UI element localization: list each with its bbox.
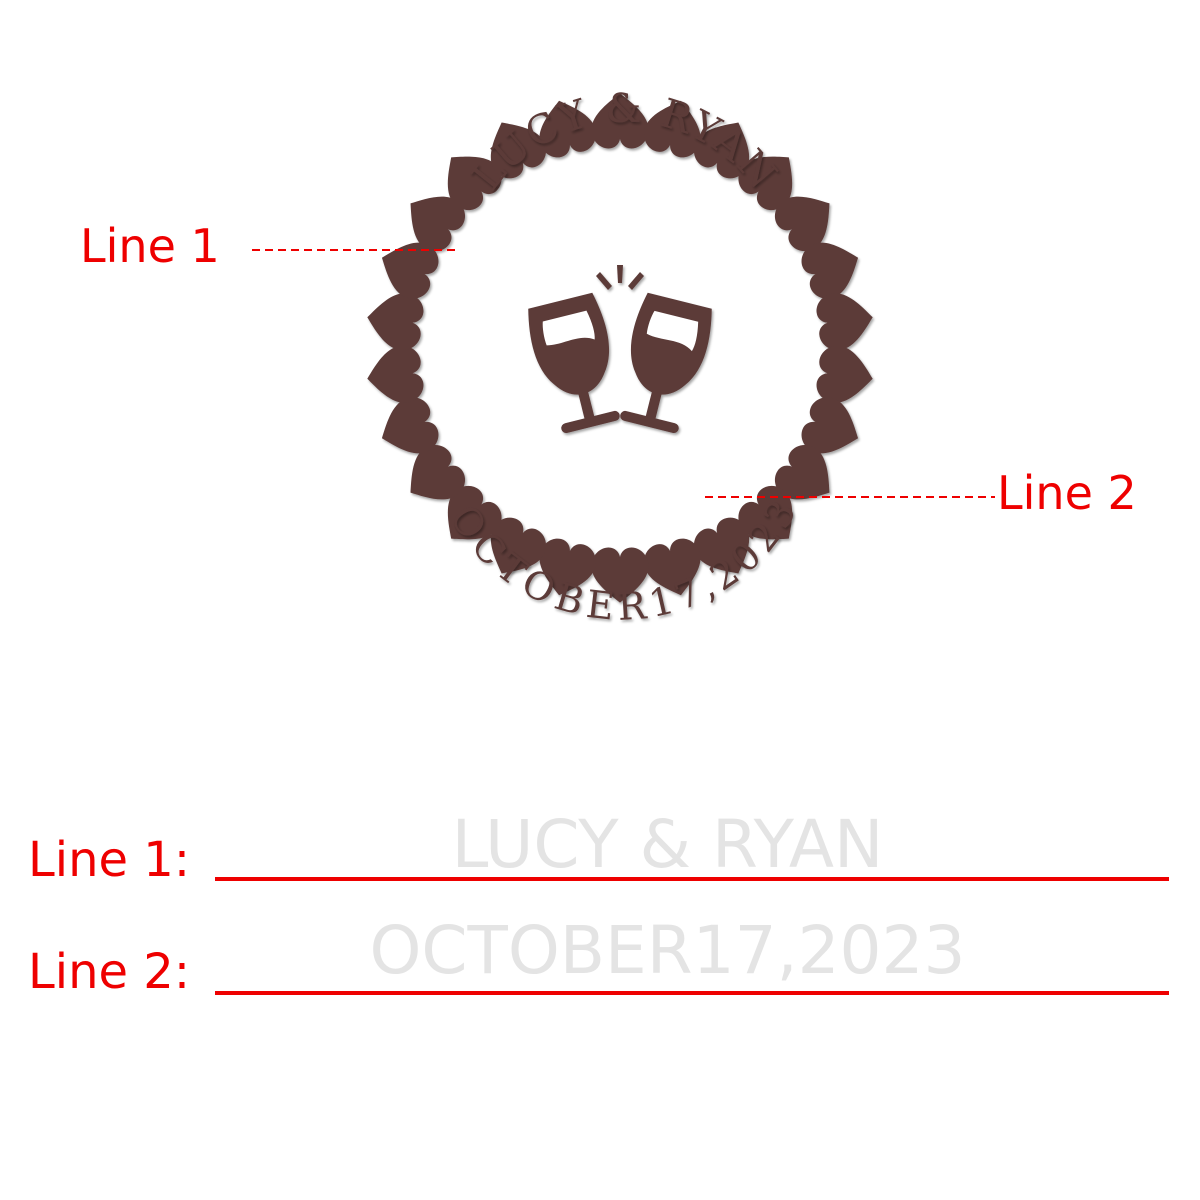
callout-line2-label: Line 2 <box>997 466 1137 520</box>
heart-border-ring <box>363 93 877 603</box>
heart-icon <box>363 343 426 407</box>
clinking-wine-glasses-icon <box>528 265 712 434</box>
form-line2-underline <box>215 991 1169 995</box>
heart-icon <box>363 289 426 353</box>
form-line2-label: Line 2: <box>28 944 190 1000</box>
callout-line1-label: Line 1 <box>80 219 220 273</box>
heart-icon <box>814 289 877 353</box>
form-line2-value: OCTOBER17,2023 <box>369 912 966 989</box>
heart-icon <box>814 343 877 407</box>
form-line1-underline <box>215 877 1169 881</box>
form-line1-label: Line 1: <box>28 832 190 888</box>
form-line1-value: LUCY & RYAN <box>451 806 884 883</box>
